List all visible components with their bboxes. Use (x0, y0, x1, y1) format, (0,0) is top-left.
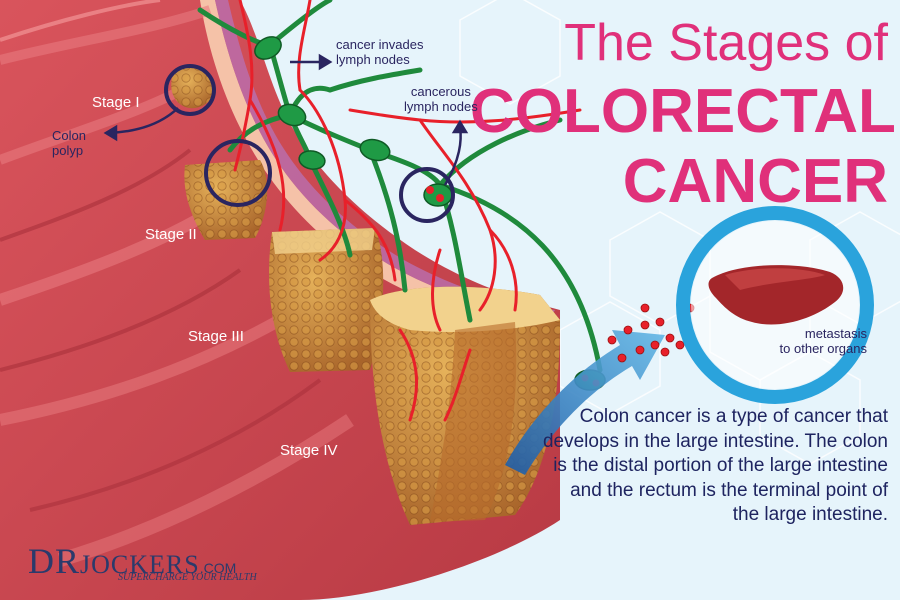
description-text: Colon cancer is a type of cancer that de… (542, 406, 888, 525)
note-cancerous-line2: lymph nodes (404, 99, 478, 114)
note-cancerous-line1: cancerous (410, 84, 471, 99)
title-line-2: COLORECTAL (470, 77, 896, 146)
note-cancer-invades-line1: cancer invades (336, 37, 424, 52)
note-metastasis-line1: metastasis (804, 326, 867, 341)
note-colon-polyp: Colon polyp (52, 128, 86, 158)
logo-tagline: SUPERCHARGE YOUR HEALTH (118, 572, 257, 583)
title-line-1: The Stages of (564, 14, 888, 72)
liver-icon (708, 265, 844, 325)
note-colon-polyp-line1: Colon (52, 128, 86, 143)
logo-dr: DR (28, 541, 81, 581)
brand-logo: DRJOCKERS.COM (28, 540, 236, 582)
label-stage-1: Stage I (92, 94, 140, 111)
note-cancer-invades-line2: lymph nodes (336, 52, 410, 67)
label-stage-2: Stage II (145, 226, 197, 243)
blood-vessels (233, 0, 582, 422)
note-metastasis-line2: to other organs (779, 341, 867, 356)
note-metastasis: metastasis to other organs (752, 326, 867, 356)
metastasis-arrow (505, 330, 665, 475)
label-stage-3: Stage III (188, 328, 244, 345)
note-cancer-invades: cancer invades lymph nodes (336, 37, 423, 67)
tumor-stage-1 (171, 65, 215, 109)
title-line-3: CANCER (622, 147, 888, 216)
annotation-arrows (103, 53, 469, 186)
tumor-stage-3 (269, 228, 384, 372)
logo-jockers: JOCKERS (80, 550, 200, 579)
note-colon-polyp-line2: polyp (52, 143, 84, 158)
note-cancerous-lymph: cancerous lymph nodes (404, 84, 478, 114)
highlight-circles (164, 64, 455, 223)
logo-com: .COM (199, 560, 237, 576)
label-stage-4: Stage IV (280, 442, 338, 459)
